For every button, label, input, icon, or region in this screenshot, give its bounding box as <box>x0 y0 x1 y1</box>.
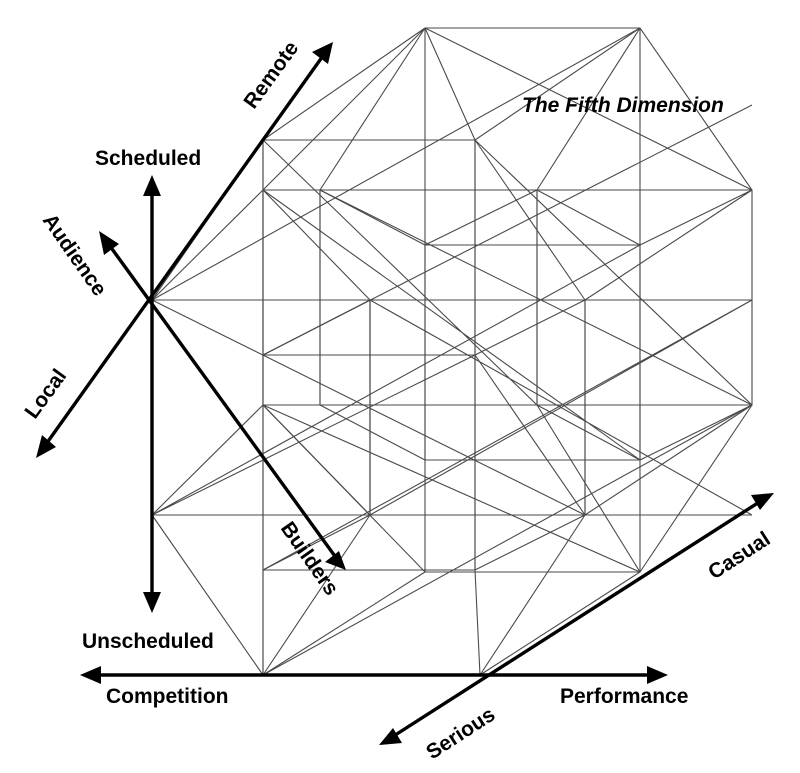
arrowhead-remote <box>312 42 333 64</box>
axis-labels: The Fifth Dimension Scheduled Unschedule… <box>20 37 774 764</box>
label-casual: Casual <box>704 527 774 584</box>
label-scheduled: Scheduled <box>95 147 201 170</box>
axes <box>36 42 774 745</box>
axis-remote-local <box>42 52 327 448</box>
arrowhead-builders <box>325 551 346 570</box>
arrowhead-performance <box>647 666 668 684</box>
wire-diagonals <box>151 27 753 676</box>
arrowhead-unscheduled <box>143 592 161 613</box>
label-audience: Audience <box>38 210 111 301</box>
arrowhead-local <box>36 435 56 458</box>
hypercube-wireframe <box>151 27 753 676</box>
label-competition: Competition <box>106 685 228 708</box>
title-fifth-dimension: The Fifth Dimension <box>522 94 724 117</box>
label-unscheduled: Unscheduled <box>82 630 214 653</box>
axis-casual-serious <box>388 497 765 741</box>
label-local: Local <box>20 365 71 423</box>
arrowhead-serious <box>379 728 402 745</box>
arrowhead-audience <box>99 231 119 255</box>
arrowhead-casual <box>751 493 774 510</box>
wire-cube-b <box>319 189 538 406</box>
wire-long-diagonals <box>151 27 753 676</box>
label-remote: Remote <box>239 37 303 113</box>
axis-audience-builders <box>105 241 339 560</box>
arrowhead-scheduled <box>143 175 161 196</box>
wire-cube-c <box>424 244 641 461</box>
arrowhead-competition <box>80 666 101 684</box>
wire-cube-a <box>262 139 476 356</box>
wire-interior <box>152 28 752 675</box>
label-performance: Performance <box>560 685 688 708</box>
wire-cube-d <box>369 299 586 516</box>
